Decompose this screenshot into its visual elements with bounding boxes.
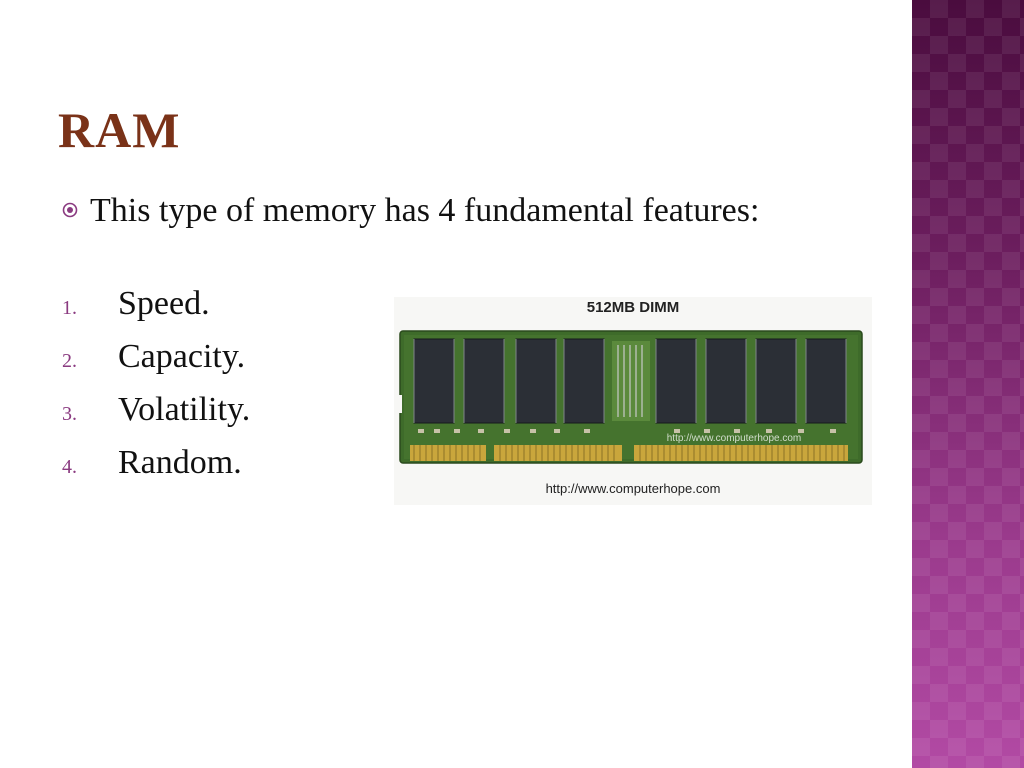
slide-title: RAM <box>58 102 181 158</box>
decorative-side-band <box>912 0 1024 768</box>
list-number: 1. <box>62 297 77 319</box>
feature-list: 1. Speed. 2. Capacity. 3. Volatility. 4.… <box>62 285 250 497</box>
list-item: 1. Speed. <box>62 285 250 338</box>
list-item-text: Capacity. <box>118 338 246 375</box>
image-caption-top: 512MB DIMM <box>586 299 680 316</box>
list-number: 2. <box>62 350 77 372</box>
list-item: 3. Volatility. <box>62 391 250 444</box>
list-item: 2. Capacity. <box>62 338 250 391</box>
list-item-text: Speed. <box>118 285 210 322</box>
intro-bullet-text: This type of memory has 4 fundamental fe… <box>90 192 760 229</box>
ram-module-image: 512MB DIMM <box>394 297 872 505</box>
list-number: 4. <box>62 456 77 478</box>
intro-bullet: This type of memory has 4 fundamental fe… <box>62 190 782 232</box>
list-number: 3. <box>62 403 77 425</box>
list-item: 4. Random. <box>62 444 250 497</box>
image-watermark: http://www.computerhope.com <box>667 433 802 444</box>
circle-bullet-icon <box>62 202 78 218</box>
image-caption-bottom: http://www.computerhope.com <box>545 481 721 496</box>
list-item-text: Volatility. <box>118 391 251 428</box>
list-item-text: Random. <box>118 444 242 481</box>
dimm-illustration: http://www.computerhope.com <box>394 330 872 464</box>
